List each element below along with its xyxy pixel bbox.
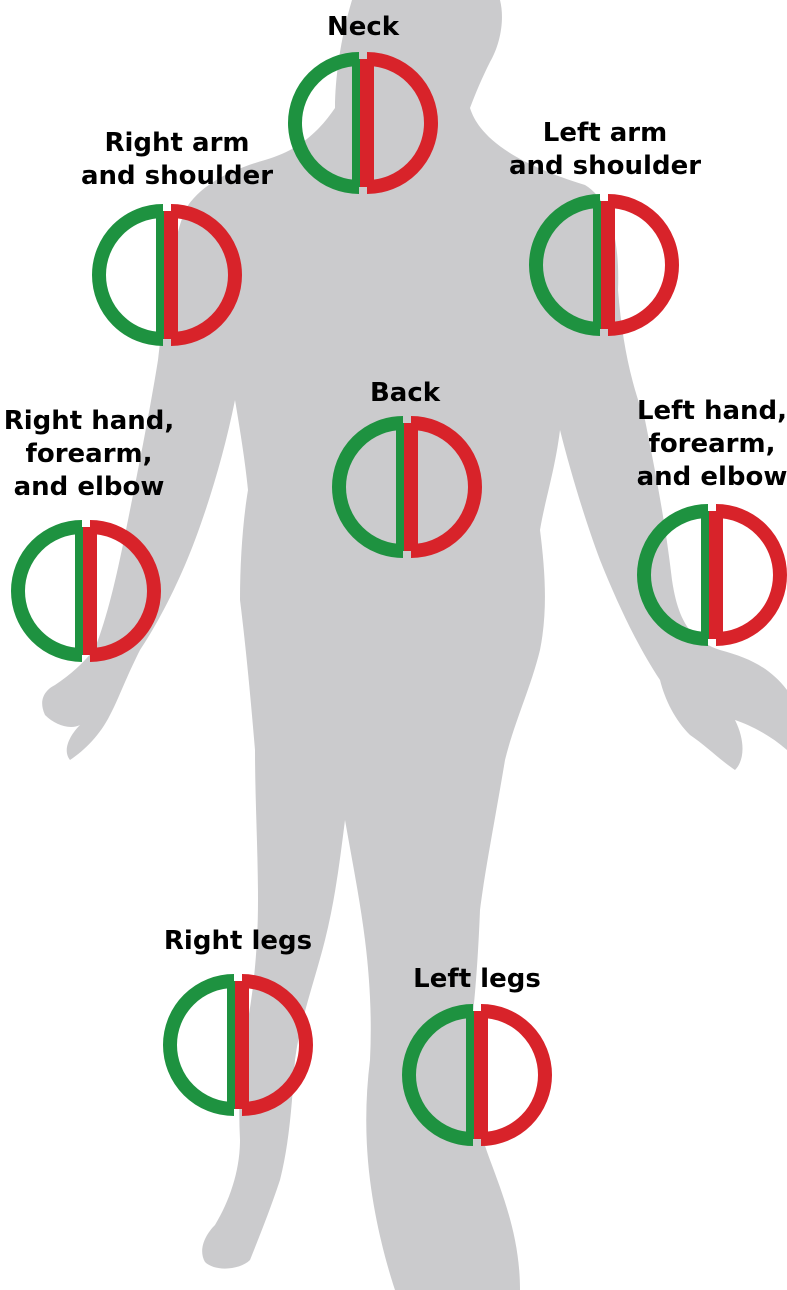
dial-right-half[interactable] xyxy=(481,1011,545,1139)
dial-left-half[interactable] xyxy=(170,981,234,1109)
right-hand-rating-dial[interactable] xyxy=(11,520,161,662)
right-hand-label: Right hand, forearm, and elbow xyxy=(4,405,175,504)
dial-left-half[interactable] xyxy=(295,59,359,187)
dial-right-half[interactable] xyxy=(608,201,672,329)
back-rating-dial[interactable] xyxy=(332,416,482,558)
dial-left-half[interactable] xyxy=(99,211,163,339)
left-arm-shoulder-rating-dial[interactable] xyxy=(529,194,679,336)
dial-right-half[interactable] xyxy=(90,527,154,655)
right-legs-rating-dial[interactable] xyxy=(163,974,313,1116)
right-arm-shoulder-rating-dial[interactable] xyxy=(92,204,242,346)
dial-right-half[interactable] xyxy=(171,211,235,339)
neck-rating-dial[interactable] xyxy=(288,52,438,194)
right-legs-label: Right legs xyxy=(164,925,312,958)
back-label: Back xyxy=(370,377,440,410)
dial-left-half[interactable] xyxy=(644,511,708,639)
left-legs-rating-dial[interactable] xyxy=(402,1004,552,1146)
right-arm-shoulder-label: Right arm and shoulder xyxy=(81,127,273,193)
dial-right-half[interactable] xyxy=(367,59,431,187)
dial-right-half[interactable] xyxy=(242,981,306,1109)
left-arm-shoulder-label: Left arm and shoulder xyxy=(509,117,701,183)
dial-left-half[interactable] xyxy=(536,201,600,329)
dial-right-half[interactable] xyxy=(716,511,780,639)
left-hand-label: Left hand, forearm, and elbow xyxy=(637,395,787,494)
dial-left-half[interactable] xyxy=(18,527,82,655)
dial-right-half[interactable] xyxy=(411,423,475,551)
left-legs-label: Left legs xyxy=(413,963,541,996)
left-hand-rating-dial[interactable] xyxy=(637,504,787,646)
dial-left-half[interactable] xyxy=(409,1011,473,1139)
dial-left-half[interactable] xyxy=(339,423,403,551)
neck-label: Neck xyxy=(327,11,399,44)
